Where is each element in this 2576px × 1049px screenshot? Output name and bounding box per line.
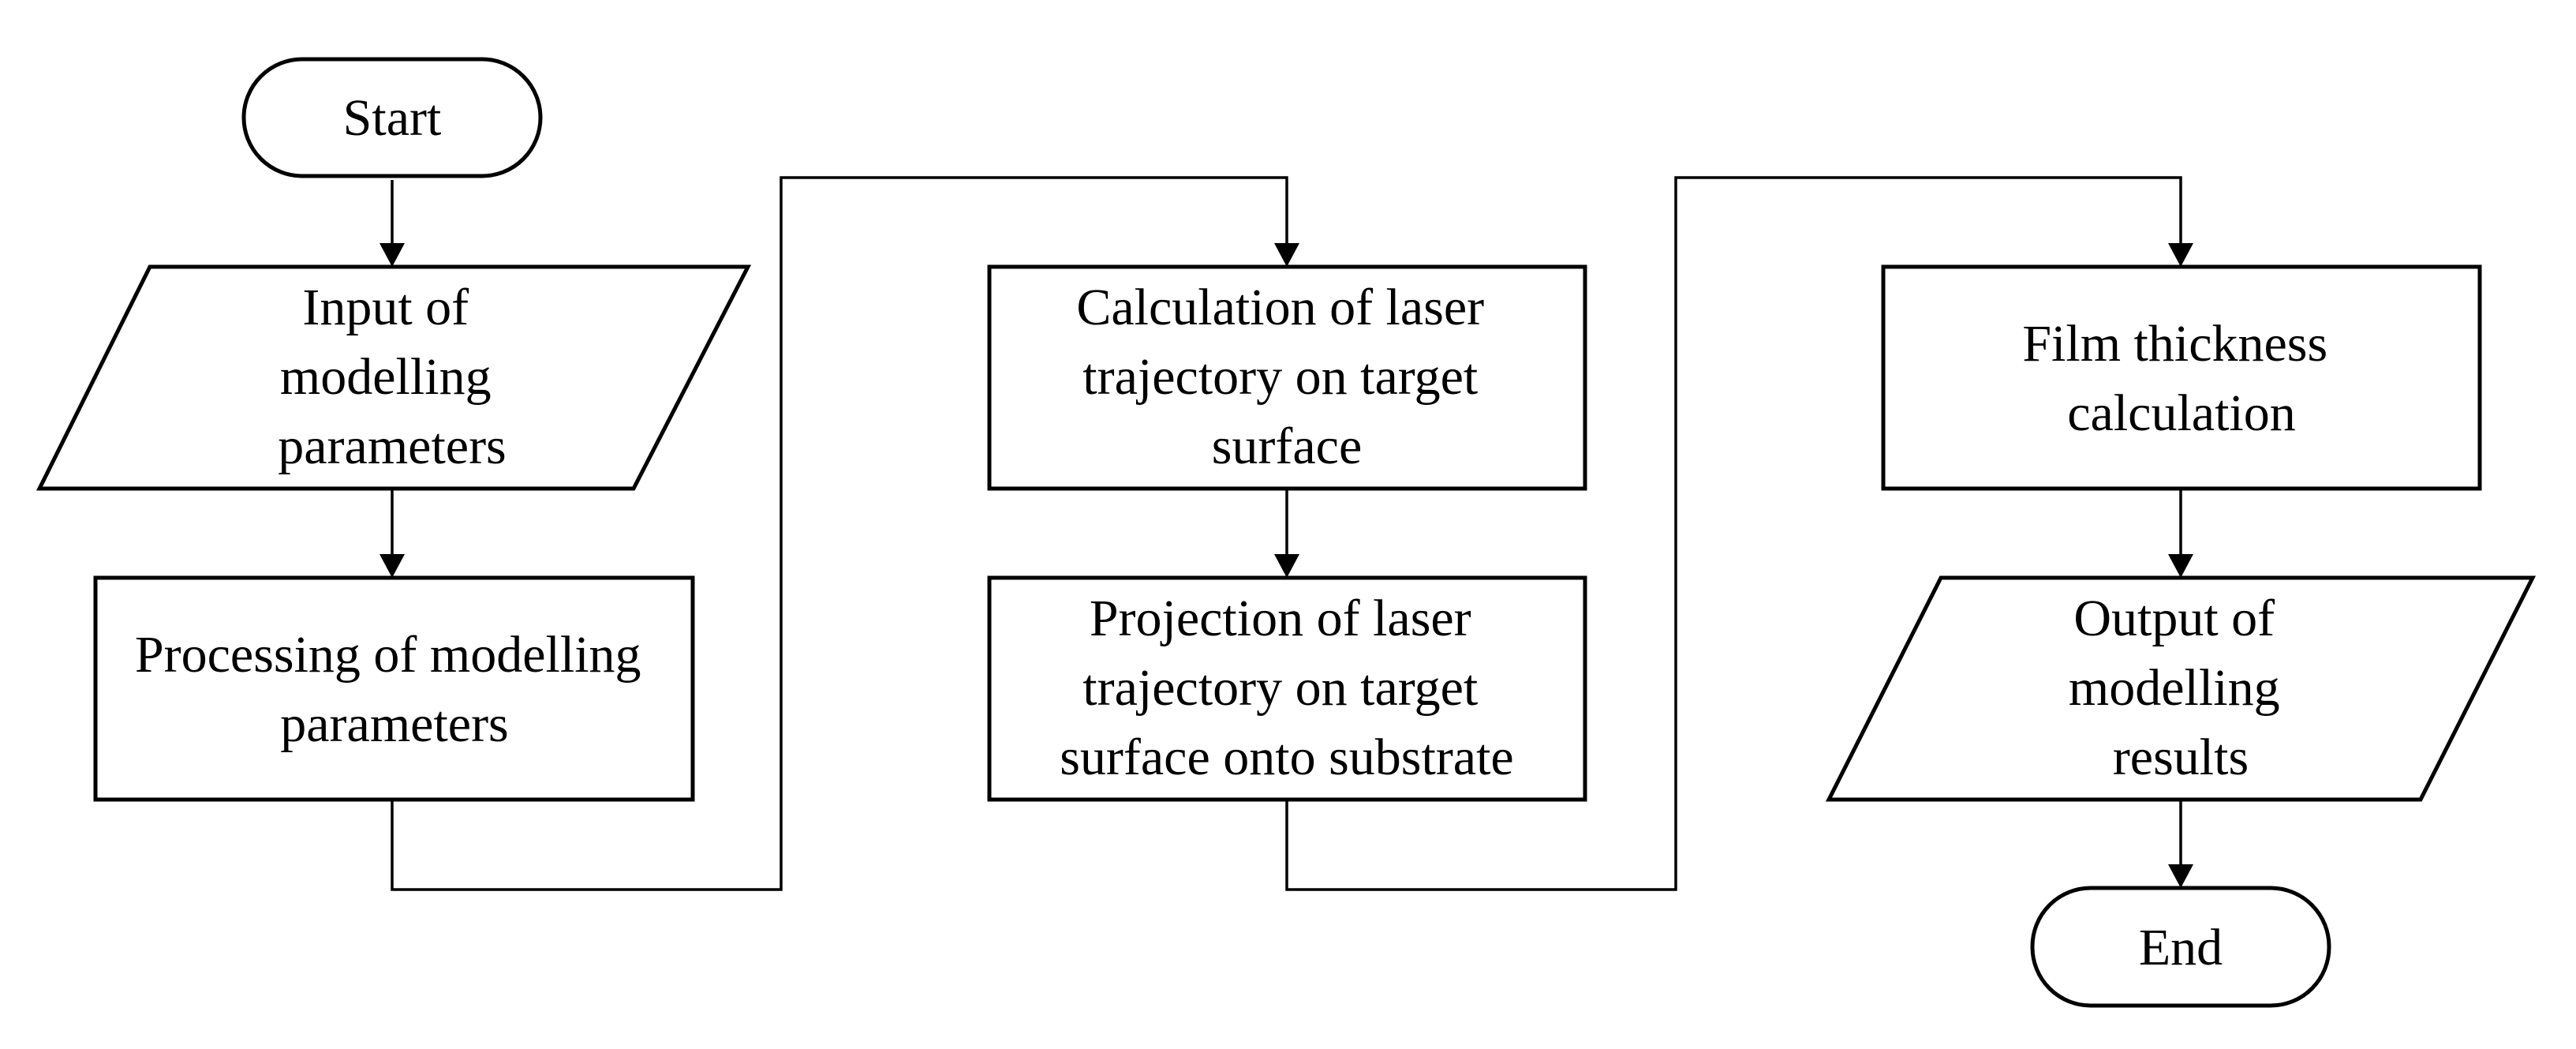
node-processing-params-label: Processing of modelling parameters (135, 626, 654, 753)
processing-params-process-shape (93, 575, 695, 802)
node-processing-params: Processing of modelling parameters (93, 575, 695, 802)
output-results-parallelogram-shape (1825, 575, 2537, 802)
laser-trajectory-process-shape (987, 264, 1587, 491)
input-params-parallelogram-shape (36, 264, 752, 491)
node-input-params-label: Input of modelling parameters (278, 279, 507, 475)
projection-process-shape (987, 575, 1587, 802)
node-end-label: End (2139, 919, 2223, 976)
node-projection: Projection of laser trajectory on target… (987, 575, 1587, 802)
node-laser-trajectory-label: Calculation of laser trajectory on targe… (1076, 279, 1497, 475)
arrowhead-projection (1274, 554, 1299, 578)
arrowhead-laser-trajectory (1274, 243, 1299, 267)
arrowhead-film-thickness (2168, 243, 2193, 267)
node-laser-trajectory: Calculation of laser trajectory on targe… (987, 264, 1587, 491)
node-output-results-label: Output of modelling results (2069, 590, 2293, 786)
end-terminator-shape (2030, 886, 2331, 1008)
node-film-thickness-label: Film thickness calculation (2022, 315, 2340, 442)
node-output-results: Output of modelling results (1825, 575, 2537, 802)
node-input-params: Input of modelling parameters (36, 264, 752, 491)
start-terminator-shape (241, 57, 543, 178)
arrowhead-input (379, 243, 405, 267)
node-projection-label: Projection of laser trajectory on target… (1060, 590, 1513, 786)
connectors (379, 176, 2193, 891)
arrowhead-processing (379, 554, 405, 578)
edge-projection-to-film-thickness (1285, 176, 2182, 891)
arrowhead-end (2168, 864, 2193, 888)
node-end: End (2030, 886, 2331, 1008)
film-thickness-process-shape (1881, 264, 2482, 491)
node-film-thickness: Film thickness calculation (1881, 264, 2482, 491)
node-start: Start (241, 57, 543, 178)
edge-processing-to-laser-trajectory (391, 176, 1288, 891)
arrowhead-output (2168, 554, 2193, 578)
node-start-label: Start (343, 89, 442, 147)
